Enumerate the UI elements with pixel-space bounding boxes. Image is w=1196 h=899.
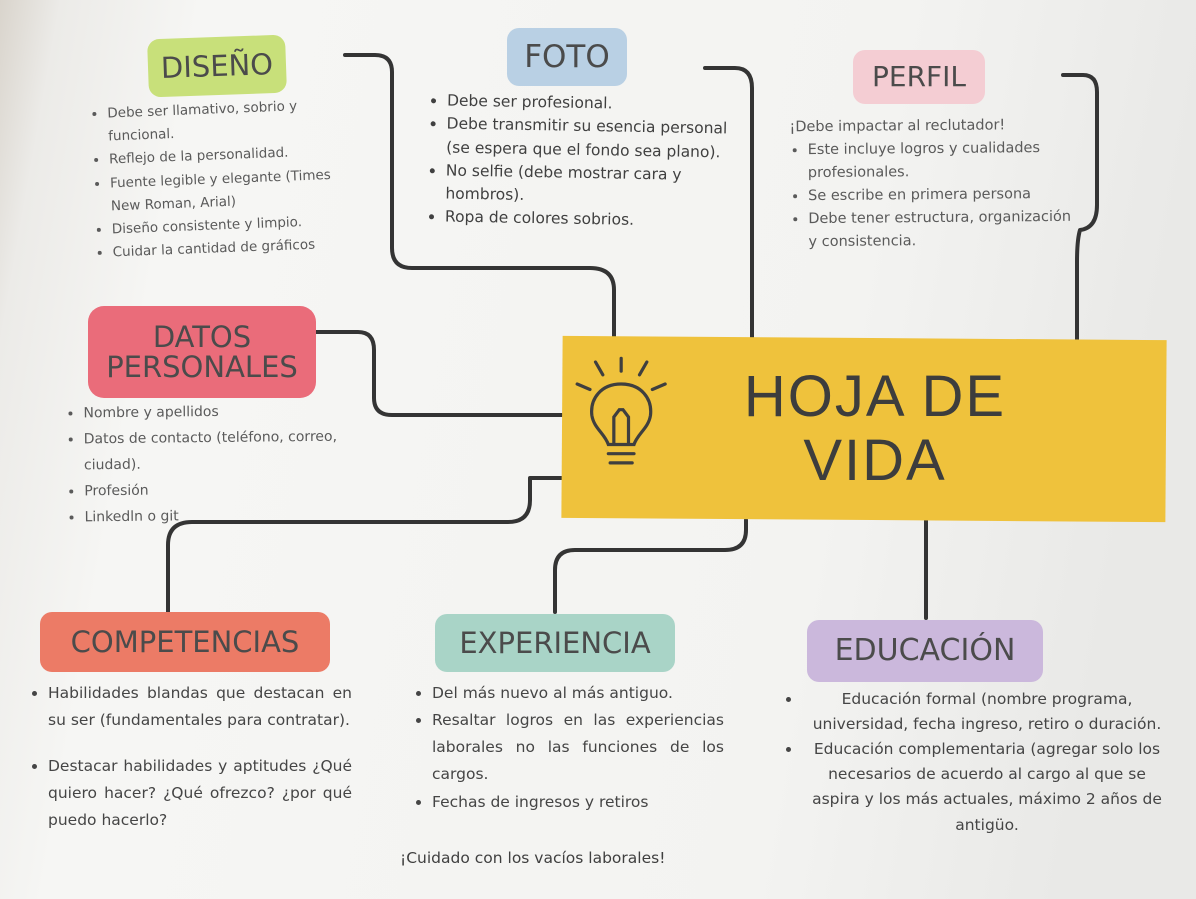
- competencias-label-text: COMPETENCIAS: [70, 624, 300, 659]
- competencias-label: COMPETENCIAS: [40, 612, 330, 672]
- experiencia-label-text: EXPERIENCIA: [459, 625, 651, 660]
- perfil-item: Se escribe en primera persona: [808, 182, 1080, 207]
- diseno-label-text: DISEÑO: [160, 46, 274, 85]
- diseno-list: Debe ser llamativo, sobrio y funcional. …: [89, 93, 363, 266]
- connector-competencias: [166, 476, 564, 614]
- perfil-intro: ¡Debe impactar al reclutador!: [789, 117, 1006, 136]
- lightbulb-icon: [575, 356, 667, 465]
- datos-item: Profesión: [84, 476, 356, 505]
- center-title-line1: HOJA DE: [743, 364, 1007, 429]
- perfil-item: Debe tener estructura, organización y co…: [808, 205, 1080, 253]
- perfil-block: ¡Debe impactar al reclutador! Este inclu…: [789, 114, 1080, 254]
- educacion-label: EDUCACIÓN: [807, 620, 1043, 682]
- experiencia-item: Resaltar logros en las experiencias labo…: [432, 707, 724, 788]
- educacion-label-text: EDUCACIÓN: [834, 633, 1016, 668]
- datos-item: Linkedln o git: [84, 502, 356, 531]
- educacion-list: Educación formal (nombre programa, unive…: [784, 687, 1172, 838]
- foto-item: No selfie (debe mostrar cara y hombros).: [445, 159, 746, 211]
- foto-list: Debe ser profesional. Debe transmitir su…: [427, 89, 747, 234]
- connector-foto: [703, 66, 754, 340]
- center-title: HOJA DE VIDA: [700, 365, 1050, 493]
- experiencia-item: Del más nuevo al más antiguo.: [432, 680, 724, 707]
- datos-label-line1: DATOS: [152, 319, 252, 354]
- educacion-item: Educación complementaria (agregar solo l…: [802, 737, 1172, 837]
- connector-perfil: [1061, 73, 1099, 347]
- perfil-item: Este incluye logros y cualidades profesi…: [808, 137, 1080, 185]
- perfil-label: PERFIL: [853, 50, 985, 104]
- educacion-item: Educación formal (nombre programa, unive…: [802, 687, 1172, 737]
- datos-list: Nombre y apellidos Datos de contacto (te…: [65, 398, 356, 530]
- competencias-list: Habilidades blandas que destacan en su s…: [30, 680, 352, 833]
- connector-diseno: [343, 53, 616, 340]
- competencias-item: Habilidades blandas que destacan en su s…: [48, 680, 352, 733]
- foto-label-text: FOTO: [524, 38, 610, 75]
- datos-label-line2: PERSONALES: [106, 350, 298, 384]
- diseno-label: DISEÑO: [147, 34, 287, 98]
- connector-datos: [313, 330, 564, 417]
- experiencia-item: Fechas de ingresos y retiros: [432, 789, 724, 816]
- foto-item: Debe transmitir su esencia personal (se …: [446, 113, 747, 165]
- perfil-label-text: PERFIL: [872, 60, 966, 93]
- center-title-line2: VIDA: [803, 427, 947, 493]
- datos-label: DATOS PERSONALES: [88, 306, 316, 398]
- experiencia-note: ¡Cuidado con los vacíos laborales!: [400, 849, 666, 867]
- foto-label: FOTO: [507, 28, 627, 86]
- experiencia-label: EXPERIENCIA: [435, 614, 675, 672]
- competencias-item: Destacar habilidades y aptitudes ¿Qué qu…: [48, 753, 352, 833]
- datos-item: Nombre y apellidos: [83, 398, 355, 427]
- experiencia-list: Del más nuevo al más antiguo. Resaltar l…: [414, 680, 724, 816]
- connector-experiencia: [553, 518, 748, 614]
- datos-item: Datos de contacto (teléfono, correo, ciu…: [84, 424, 357, 479]
